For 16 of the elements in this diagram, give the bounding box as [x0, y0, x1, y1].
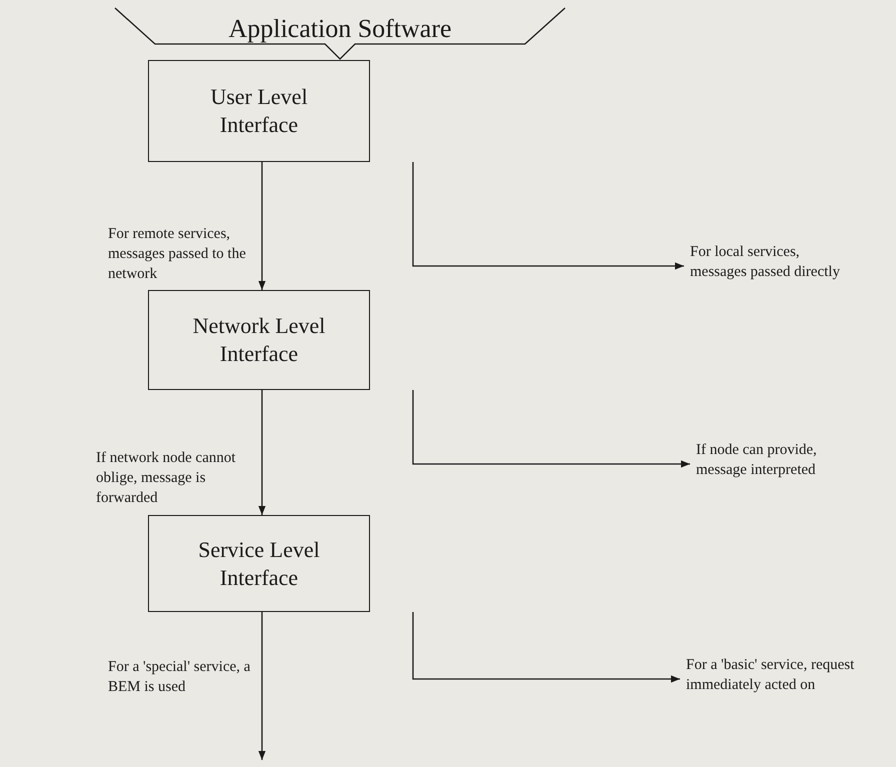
outcome-note: For a 'basic' service, request immediately acted on	[686, 655, 856, 695]
interface-box: User Level Interface	[148, 60, 370, 162]
arrow	[258, 612, 266, 760]
outcome-note: For local services, messages passed directly	[690, 242, 840, 282]
edge-label: For a 'special' service, a BEM is used	[108, 658, 252, 697]
edge-label: For remote services, messages passed to the network	[108, 225, 247, 284]
arrow	[412, 162, 684, 270]
funnel-title: Application Software	[227, 16, 453, 42]
interface-box: Service Level Interface	[148, 515, 370, 612]
interface-box: Network Level Interface	[148, 290, 370, 390]
arrow	[258, 162, 266, 290]
arrow	[412, 612, 680, 683]
arrow	[258, 390, 266, 515]
arrow	[412, 390, 690, 468]
edge-label: If network node cannot oblige, message is forwarded	[96, 449, 237, 508]
outcome-note: If node can provide, message interpreted	[696, 440, 826, 480]
